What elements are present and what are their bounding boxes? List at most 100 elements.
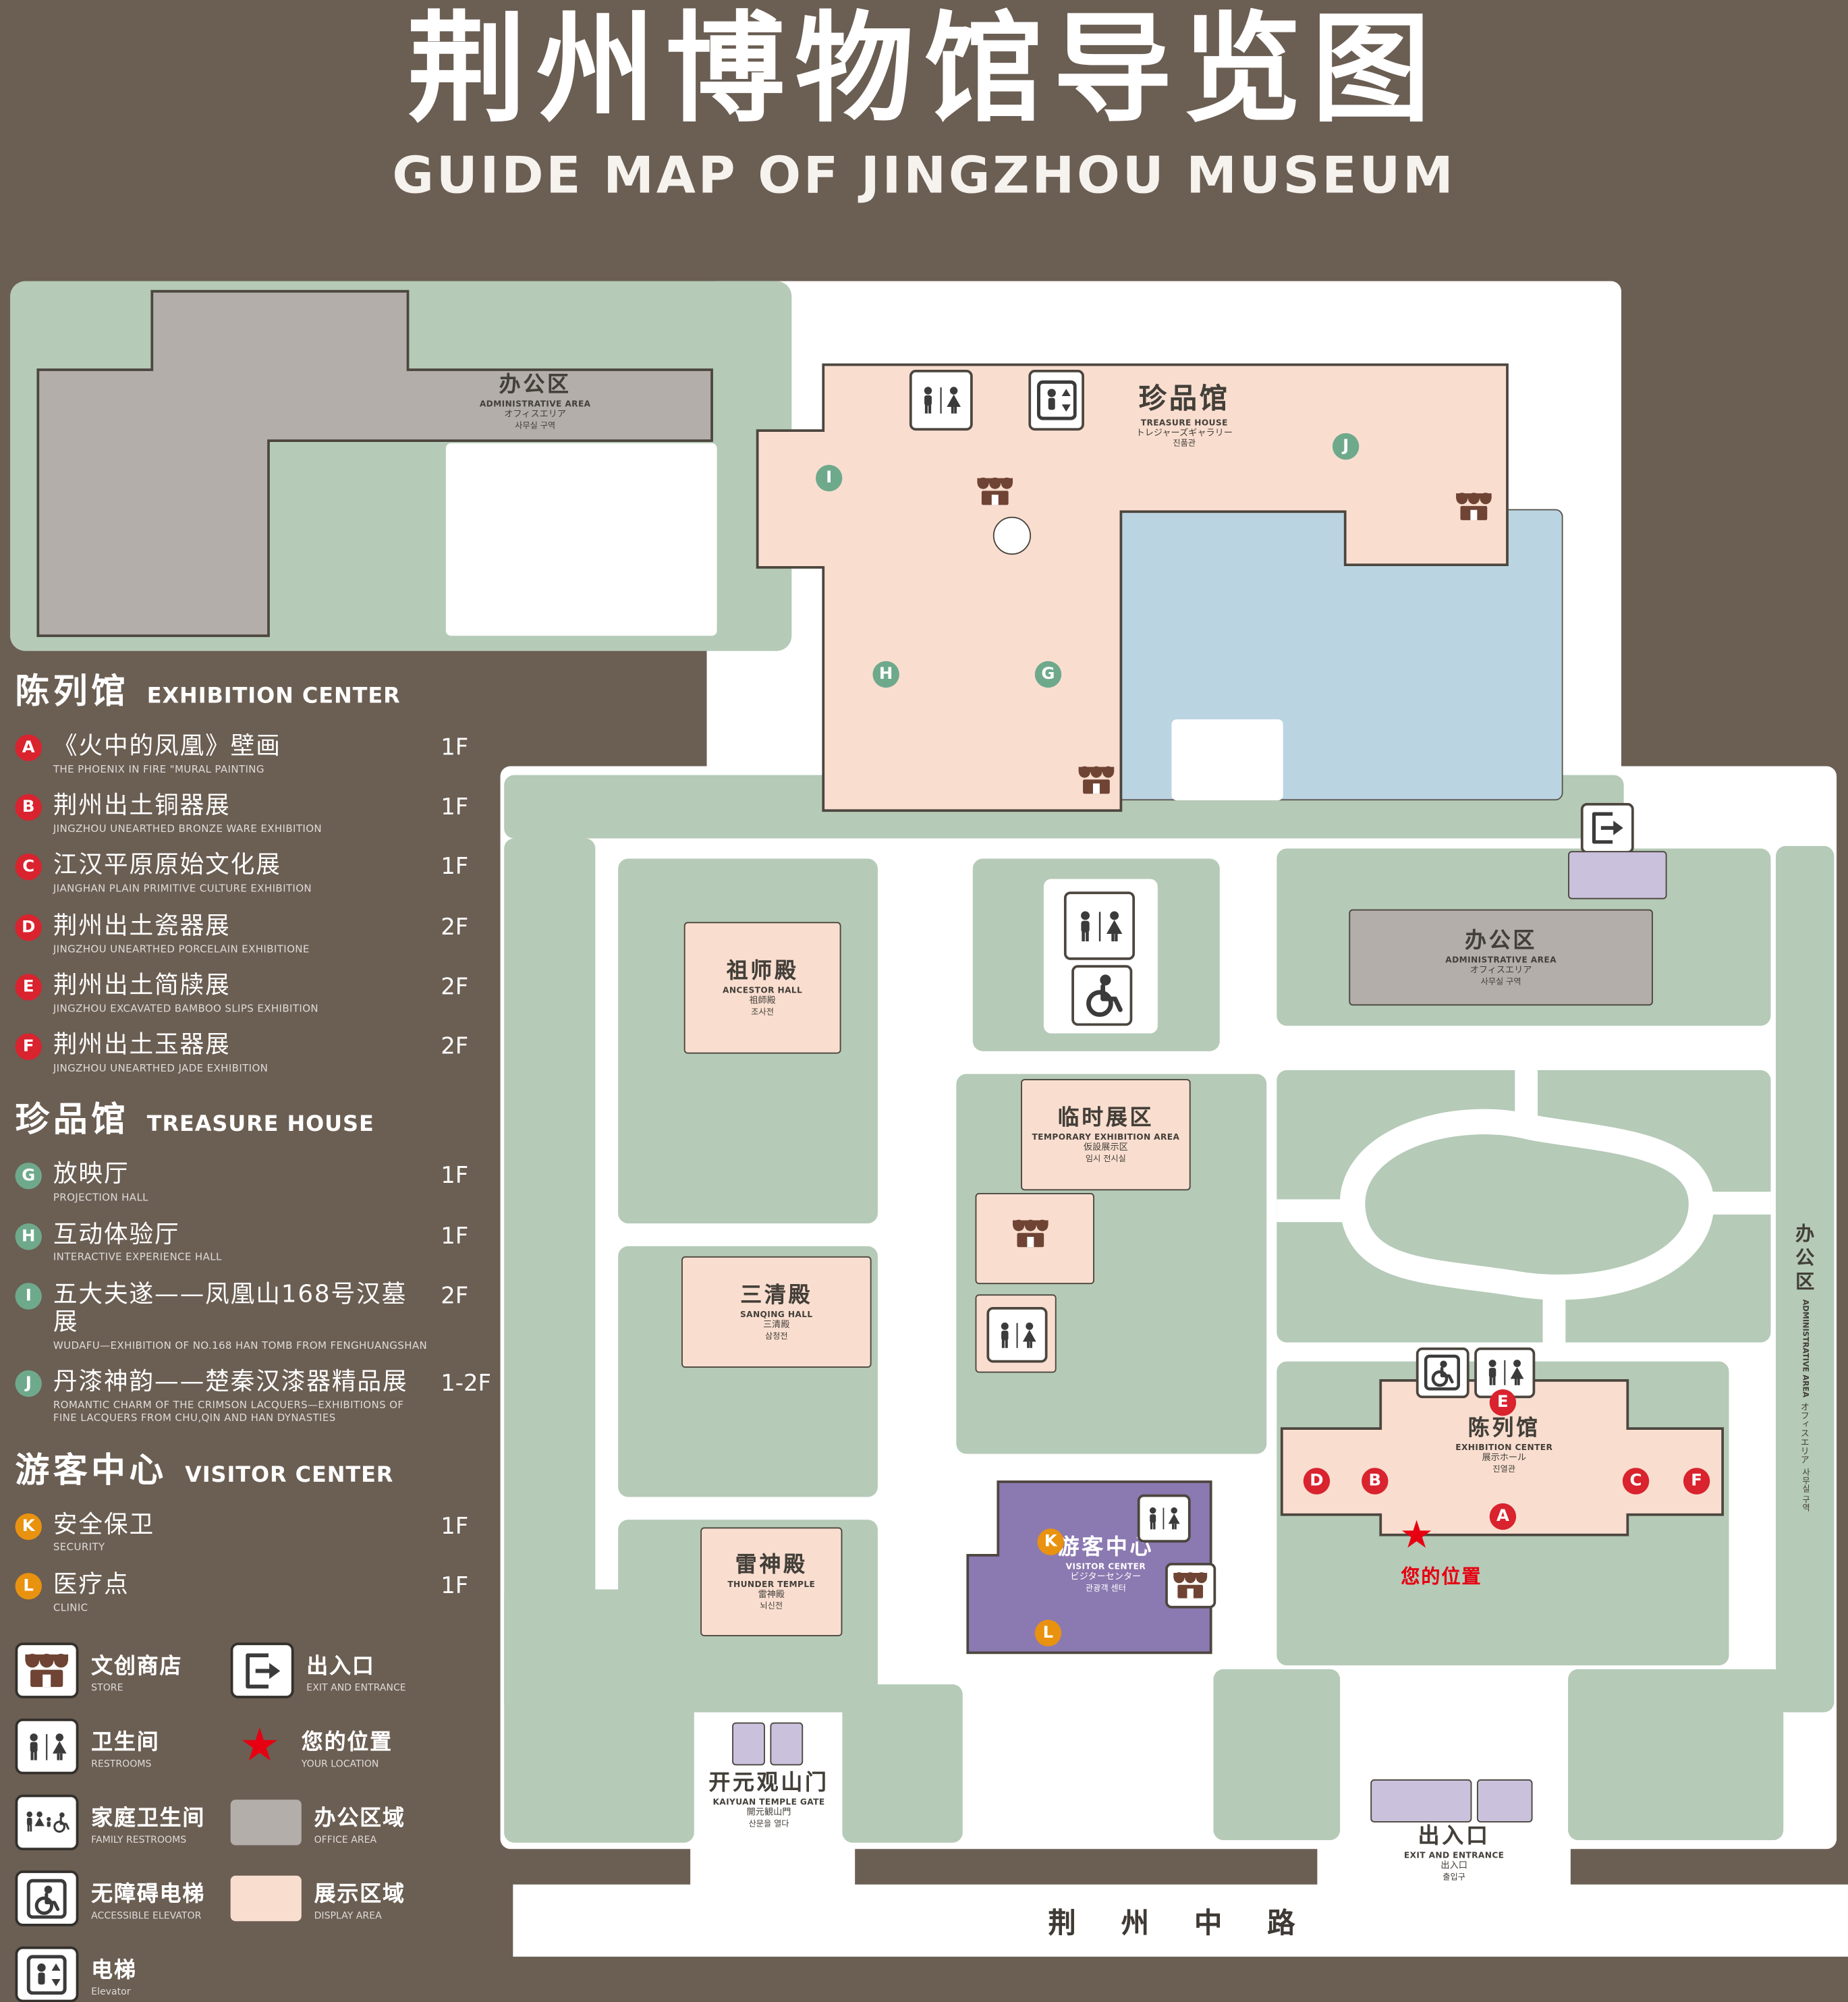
legend-item-text: 五大夫遂——凤凰山168号汉墓展 WUDAFU—EXHIBITION OF NO… — [42, 1281, 441, 1352]
item-floor: 2F — [441, 974, 469, 1001]
legend-symbol-your-location: ★ 您的位置 YOUR LOCATION — [231, 1719, 494, 1775]
legend-item-text: 荆州出土铜器展 JINGZHOU UNEARTHED BRONZE WARE E… — [42, 791, 441, 836]
item-zh: 荆州出土玉器展 — [53, 1031, 231, 1059]
office-area-swatch — [230, 1800, 302, 1845]
symbol-zh: 文创商店 — [91, 1654, 183, 1679]
marker-K: K — [1037, 1528, 1064, 1555]
legend-item: J 丹漆神韵——楚秦汉漆器精品展 ROMANTIC CHARM OF THE C… — [15, 1368, 495, 1426]
item-en: ROMANTIC CHARM OF THE CRIMSON LACQUERS—E… — [53, 1399, 404, 1424]
letter-badge: C — [15, 854, 42, 881]
building-name-zh: 游客中心 — [1057, 1534, 1154, 1561]
legend-item-text: 荆州出土玉器展 JINGZHOU UNEARTHED JADE EXHIBITI… — [42, 1031, 441, 1076]
building-name-en: TEMPORARY EXHIBITION AREA — [1032, 1132, 1180, 1143]
item-floor: 2F — [441, 1283, 469, 1310]
display-area-swatch — [230, 1875, 302, 1922]
item-en: SECURITY — [53, 1541, 105, 1553]
legend-section-header: 陈列馆 EXHIBITION CENTER — [16, 663, 495, 713]
legend-item-text: 江汉平原原始文化展 JIANGHAN PLAIN PRIMITIVE CULTU… — [42, 852, 441, 896]
building-name-zh: 珍品馆 — [1138, 383, 1230, 416]
building-name-zh: 办公区 — [1793, 1223, 1816, 1296]
admin-courtyard — [445, 443, 717, 636]
page-subtitle: GUIDE MAP OF JINGZHOU MUSEUM — [392, 146, 1456, 206]
legend-item: G 放映厅 PROJECTION HALL 1F — [15, 1161, 495, 1205]
legend-item-text: 放映厅 PROJECTION HALL — [42, 1161, 441, 1205]
building-name-jp: 雷神殿 — [758, 1589, 785, 1600]
building-name-en: VISITOR CENTER — [1065, 1561, 1146, 1572]
symbol-zh: 家庭卫生间 — [91, 1806, 206, 1832]
item-zh: 医疗点 — [53, 1570, 130, 1598]
item-en: PROJECTION HALL — [53, 1192, 148, 1204]
legend-symbol-family-restrooms: 家庭卫生间 FAMILY RESTROOMS — [15, 1794, 231, 1851]
legend-section-header: 珍品馆 TREASURE HOUSE — [16, 1092, 495, 1142]
lawn-left-strip — [504, 838, 596, 1713]
south-exit-label: 出入口 EXIT AND ENTRANCE 出入口 출입구 — [1366, 1824, 1543, 1883]
item-zh: 互动体验厅 — [53, 1220, 180, 1248]
building-name-en: THUNDER TEMPLE — [727, 1579, 816, 1590]
legend-item-text: 荆州出土瓷器展 JINGZHOU UNEARTHED PORCELAIN EXH… — [42, 911, 441, 956]
item-zh: 五大夫遂——凤凰山168号汉墓展 — [53, 1280, 408, 1336]
gate-jp: 開元観山門 — [746, 1808, 791, 1818]
item-floor: 1F — [441, 1163, 469, 1190]
store-icon — [1454, 491, 1502, 529]
water-notch — [1171, 719, 1283, 801]
marker-F: F — [1683, 1468, 1710, 1495]
item-floor: 1F — [441, 854, 469, 881]
item-en: INTERACTIVE EXPERIENCE HALL — [53, 1252, 222, 1264]
accessible-elevator-icon — [15, 1870, 79, 1926]
symbol-en: YOUR LOCATION — [301, 1758, 379, 1770]
item-en: WUDAFU—EXHIBITION OF NO.168 HAN TOMB FRO… — [53, 1339, 428, 1351]
marker-A: A — [1489, 1503, 1517, 1530]
lawn-right-strip — [1775, 845, 1835, 1713]
park-paths — [1277, 1069, 1771, 1343]
your-location-label: 您的位置 — [1401, 1565, 1482, 1588]
road-jingzhou-middle: 荆 州 中 路 — [513, 1884, 1848, 1957]
item-floor: 1-2F — [441, 1370, 491, 1397]
marker-E: E — [1489, 1389, 1517, 1416]
symbol-en: STORE — [91, 1681, 123, 1694]
item-floor: 2F — [441, 1033, 469, 1061]
item-floor: 1F — [441, 1223, 469, 1250]
legend-sidebar: 陈列馆 EXHIBITION CENTER A 《火中的凤凰》壁画 THE PH… — [15, 663, 495, 2002]
building-name-kr: 임시 전시실 — [1085, 1153, 1126, 1164]
restroom-icon — [1137, 1494, 1191, 1543]
letter-badge: J — [15, 1370, 42, 1397]
symbol-zh: 卫生间 — [91, 1729, 160, 1756]
item-en: JIANGHAN PLAIN PRIMITIVE CULTURE EXHIBIT… — [53, 883, 312, 895]
building-name-kr: 뇌신전 — [760, 1601, 783, 1611]
item-zh: 荆州出土铜器展 — [53, 791, 231, 820]
exit-kr: 출입구 — [1694, 827, 1718, 838]
letter-badge: G — [15, 1163, 42, 1190]
item-floor: 2F — [441, 914, 469, 941]
building-name-kr: 사무실 구역 — [515, 420, 556, 431]
section-title-zh: 游客中心 — [15, 1451, 167, 1491]
temporary-exhibition-building: 临时展区 TEMPORARY EXHIBITION AREA 仮設展示区 임시 … — [1021, 1079, 1191, 1191]
item-en: THE PHOENIX IN FIRE "MURAL PAINTING — [53, 763, 264, 775]
gate-pillar — [770, 1722, 804, 1766]
store-icon — [15, 1642, 79, 1699]
legend-item: I 五大夫遂——凤凰山168号汉墓展 WUDAFU—EXHIBITION OF … — [15, 1281, 495, 1352]
exit-en: EXIT AND ENTRANCE — [1656, 806, 1756, 817]
item-zh: 荆州出土瓷器展 — [53, 911, 231, 940]
sanqing-hall-label: 三清殿 SANQING HALL 三清殿 삼청전 — [740, 1283, 813, 1341]
building-name-zh: 临时展区 — [1057, 1105, 1154, 1131]
symbol-en: FAMILY RESTROOMS — [91, 1833, 187, 1845]
section-title-zh: 珍品馆 — [15, 1101, 130, 1140]
legend-item: A 《火中的凤凰》壁画 THE PHOENIX IN FIRE "MURAL P… — [15, 732, 495, 777]
symbol-en: ACCESSIBLE ELEVATOR — [91, 1910, 202, 1922]
exit-jp: 出入口 — [1693, 816, 1720, 827]
legend-item-text: 互动体验厅 INTERACTIVE EXPERIENCE HALL — [42, 1220, 441, 1265]
legend-symbol-display-area: 展示区域 DISPLAY AREA — [230, 1870, 494, 1926]
admin-mid-building: 办公区 ADMINISTRATIVE AREA オフィスエリア 사무실 구역 — [1349, 909, 1653, 1006]
building-name-kr: 사무실 구역 — [1480, 976, 1521, 987]
legend-item: D 荆州出土瓷器展 JINGZHOU UNEARTHED PORCELAIN E… — [15, 911, 495, 956]
letter-badge: H — [15, 1223, 42, 1250]
admin-mid-label: 办公区 ADMINISTRATIVE AREA オフィスエリア 사무실 구역 — [1445, 928, 1557, 987]
symbol-en: OFFICE AREA — [314, 1833, 377, 1845]
item-en: JINGZHOU EXCAVATED BAMBOO SLIPS EXHIBITI… — [53, 1003, 319, 1014]
item-zh: 安全保卫 — [53, 1510, 155, 1538]
building-name-zh: 雷神殿 — [735, 1552, 808, 1578]
item-floor: 1F — [441, 794, 469, 821]
family-restroom-icon — [15, 1794, 79, 1851]
building-name-kr: 삼청전 — [764, 1331, 788, 1341]
legend-item: K 安全保卫 SECURITY 1F — [15, 1510, 495, 1555]
